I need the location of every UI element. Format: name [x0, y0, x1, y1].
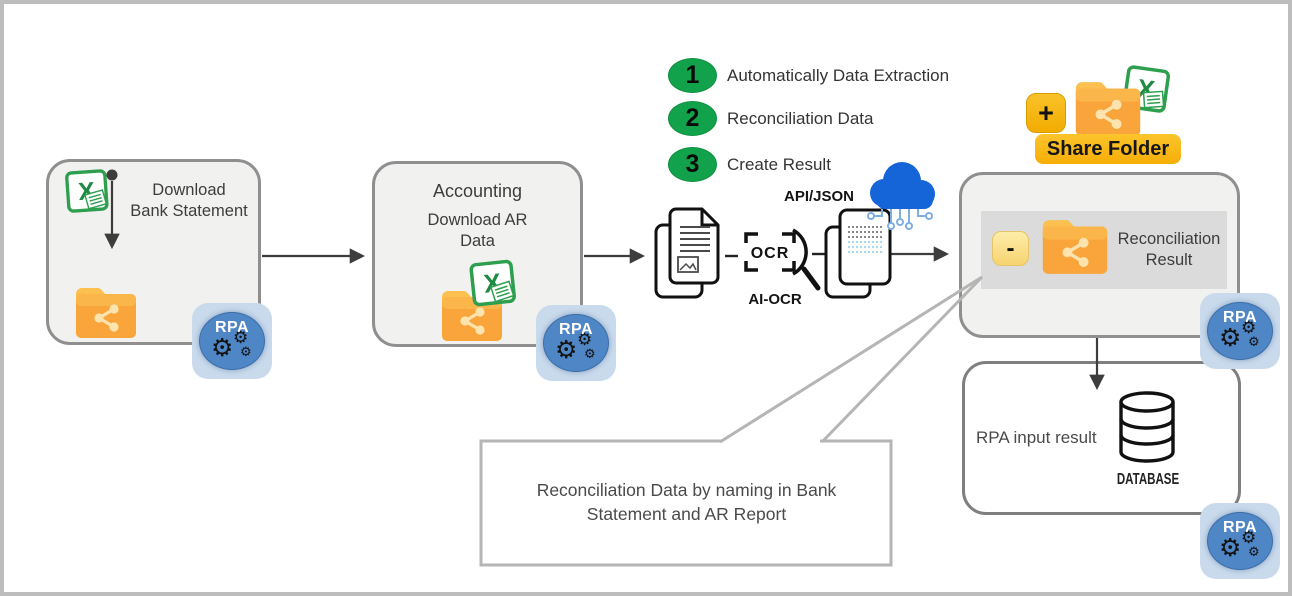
rpa-badge-label: RPA [558, 321, 594, 338]
database-label: DATABASE [1116, 471, 1180, 488]
gear-icon: ⚙ [577, 330, 593, 350]
gear-icon: ⚙ [1219, 323, 1242, 352]
rpa-badge-oval: RPA ⚙ ⚙ ⚙ [543, 314, 609, 372]
excel-file-icon: X [469, 259, 518, 312]
step-2: 2 Reconciliation Data [668, 101, 873, 136]
gear-icon: ⚙ [584, 347, 596, 362]
callout-note-line2: Statement and AR Report [586, 504, 787, 524]
step-3-label: Create Result [727, 154, 831, 174]
reconciliation-result-line2: Result [1145, 251, 1193, 269]
bank-statement-title: Download Bank Statement [109, 180, 269, 222]
json-document-icon [824, 208, 892, 299]
rpa-badge: RPA ⚙ ⚙ ⚙ [536, 305, 616, 381]
gear-icon: ⚙ [233, 328, 249, 348]
rpa-badge-label: RPA [1222, 519, 1258, 536]
callout-note: Reconciliation Data by naming in Bank St… [504, 478, 869, 526]
share-folder-icon [1072, 80, 1144, 143]
callout-note-line1: Reconciliation Data by naming in Bank [536, 480, 837, 500]
step-1: 1 Automatically Data Extraction [668, 58, 949, 93]
rpa-badge: RPA ⚙ ⚙ ⚙ [192, 303, 272, 379]
collapse-folder-button: - [992, 231, 1029, 266]
share-folder-icon [1040, 218, 1110, 281]
ai-ocr-label: AI-OCR [748, 291, 802, 308]
reconciliation-result-line1: Reconciliation [1117, 230, 1221, 248]
api-json-label: API/JSON [784, 188, 855, 205]
accounting-subtitle-line2: Data [460, 232, 495, 250]
gear-icon: ⚙ [1241, 318, 1257, 338]
step-1-number: 1 [668, 58, 717, 93]
add-folder-button: + [1026, 93, 1066, 133]
rpa-badge: RPA ⚙ ⚙ ⚙ [1200, 503, 1280, 579]
box-rpa-input-result [962, 361, 1241, 515]
accounting-title: Accounting [432, 181, 523, 201]
step-3: 3 Create Result [668, 147, 831, 182]
accounting-subtitle: Download AR Data [385, 210, 570, 252]
rpa-badge-oval: RPA ⚙ ⚙ ⚙ [1207, 512, 1273, 570]
step-3-number: 3 [668, 147, 717, 182]
excel-file-icon: X [64, 169, 109, 219]
share-folder-banner: Share Folder [1035, 134, 1181, 164]
reconciliation-result-label: Reconciliation Result [1110, 229, 1228, 271]
circuit-traces [867, 209, 933, 230]
rpa-badge-oval: RPA ⚙ ⚙ ⚙ [199, 312, 265, 370]
gear-icon: ⚙ [211, 333, 234, 362]
share-folder-icon [74, 286, 138, 345]
ocr-scan-icon: OCR [744, 228, 821, 291]
rpa-badge-label: RPA [1222, 309, 1258, 326]
cloud-icon [867, 162, 935, 230]
svg-text:OCR: OCR [751, 245, 790, 262]
rpa-input-result-label: RPA input result [976, 428, 1097, 447]
gear-icon: ⚙ [1248, 545, 1260, 560]
gear-icon: ⚙ [1248, 335, 1260, 350]
step-2-label: Reconciliation Data [727, 108, 874, 128]
scanned-document-icon [654, 207, 720, 299]
rpa-badge-oval: RPA ⚙ ⚙ ⚙ [1207, 302, 1273, 360]
rpa-badge: RPA ⚙ ⚙ ⚙ [1200, 293, 1280, 369]
gear-icon: ⚙ [1219, 533, 1242, 562]
gear-icon: ⚙ [555, 335, 578, 364]
bank-statement-title-line1: Download [152, 181, 226, 199]
bank-statement-title-line2: Bank Statement [130, 202, 248, 220]
gear-icon: ⚙ [240, 345, 252, 360]
step-2-number: 2 [668, 101, 717, 136]
gear-icon: ⚙ [1241, 528, 1257, 548]
step-1-label: Automatically Data Extraction [727, 65, 950, 85]
rpa-badge-label: RPA [214, 319, 250, 336]
accounting-subtitle-line1: Download AR [427, 211, 528, 229]
